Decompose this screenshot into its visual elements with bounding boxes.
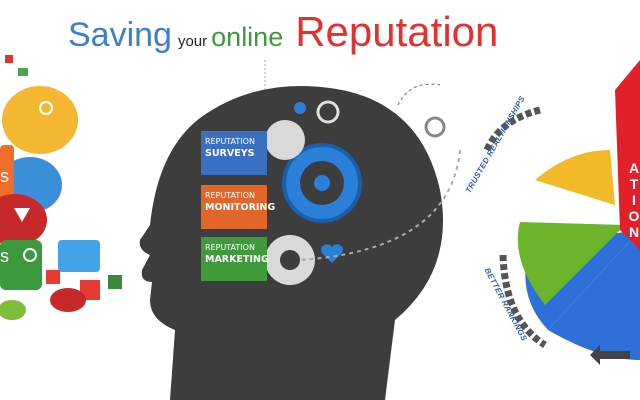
- letter: N: [628, 224, 640, 240]
- badge-reputation-monitoring: REPUTATION MONITORING: [201, 185, 276, 229]
- badge-reputation-marketing: REPUTATION MARKETING: [201, 237, 269, 281]
- badge-line1: REPUTATION: [205, 243, 255, 252]
- left-letter: s: [0, 246, 9, 266]
- letter: A: [628, 160, 640, 176]
- badge-reputation-surveys: REPUTATION SURVEYS: [201, 131, 267, 175]
- badge-line1: REPUTATION: [205, 191, 255, 200]
- title-reputation: Reputation: [295, 8, 499, 55]
- badge-line2: MONITORING: [205, 202, 276, 213]
- gear-top-icon: [265, 120, 305, 160]
- badge-line2: MARKETING: [205, 254, 269, 265]
- gear-outside-icon: [424, 116, 446, 138]
- heart-icon: [321, 244, 343, 263]
- user-icon: [294, 102, 306, 114]
- letter: T: [629, 176, 639, 192]
- title-saving: Saving: [68, 16, 172, 54]
- gear-small-icon: [316, 100, 340, 124]
- badge-line1: REPUTATION: [205, 137, 255, 146]
- speech-bubbles-cluster: [0, 55, 122, 320]
- title-your: your: [177, 33, 208, 50]
- badge-line2: SURVEYS: [205, 148, 255, 159]
- pie-graphic: [483, 60, 640, 365]
- pie-vertical-letters: A T I O N: [628, 160, 640, 240]
- letter: O: [628, 208, 640, 224]
- letter: I: [632, 192, 636, 208]
- title-online: online: [211, 22, 284, 52]
- left-letter: s: [0, 166, 9, 186]
